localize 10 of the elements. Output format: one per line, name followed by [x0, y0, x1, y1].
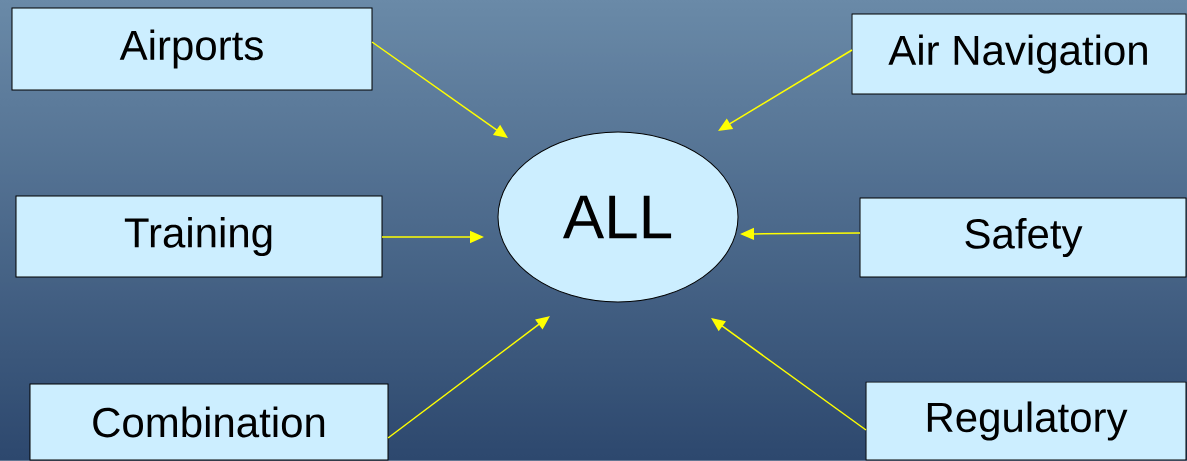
arrow	[371, 41, 508, 138]
category-box: Airports	[11, 7, 373, 91]
arrow	[387, 316, 550, 439]
arrow	[718, 49, 853, 131]
category-box: Combination	[29, 383, 389, 461]
category-box: Regulatory	[865, 381, 1187, 461]
arrow	[711, 318, 867, 431]
category-box: Training	[15, 195, 383, 278]
category-box: Air Navigation	[851, 13, 1187, 95]
category-box: Safety	[859, 197, 1187, 278]
